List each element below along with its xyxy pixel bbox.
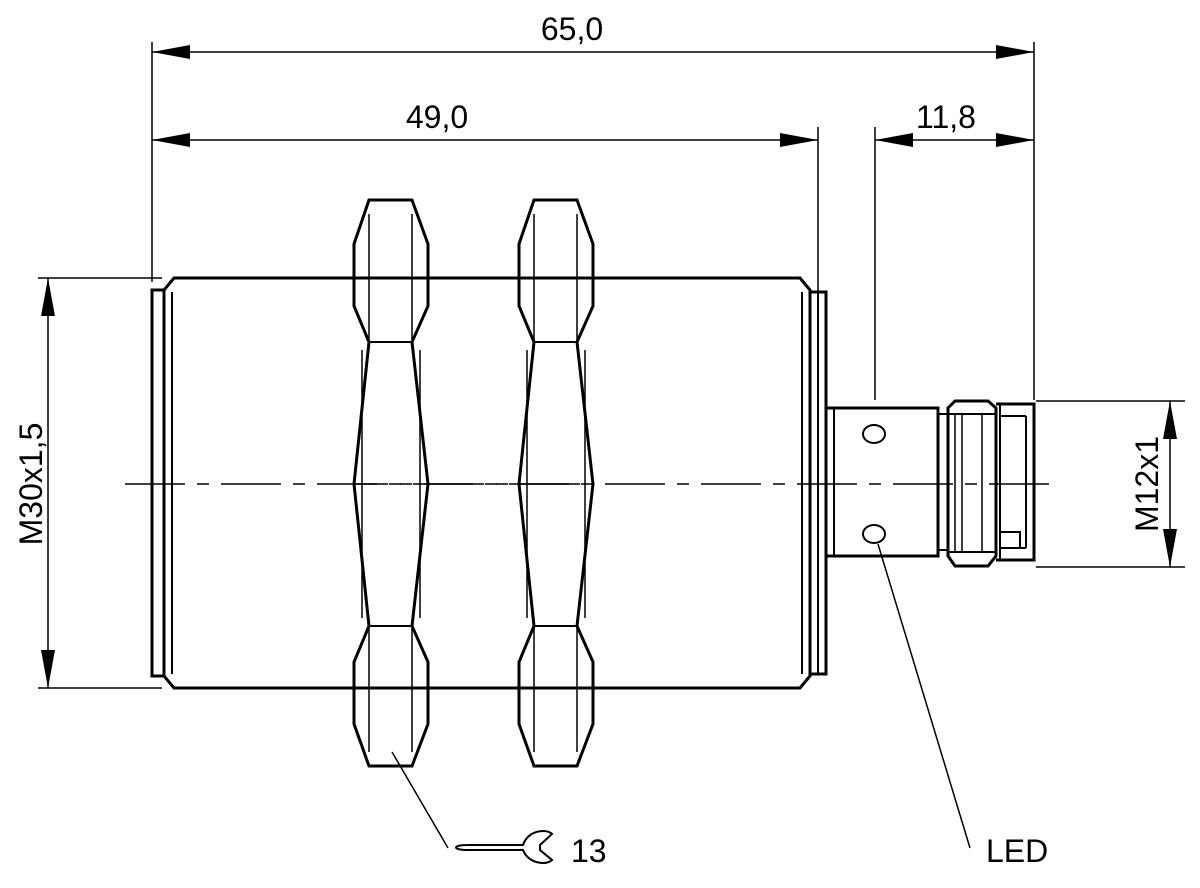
dimension-thread-connector: M12x1 [1129, 401, 1177, 567]
connector-coupling-nut [938, 399, 998, 568]
thread-main-label: M30x1,5 [13, 423, 49, 546]
overall-length-label: 65,0 [541, 11, 603, 47]
dimension-thread-main: M30x1,5 [13, 278, 55, 688]
dimension-body-length: 49,0 [152, 99, 818, 147]
led-window-top [862, 424, 886, 444]
connector-tip [996, 402, 1036, 562]
dimension-connector-length: 11,8 [875, 99, 1034, 147]
dimension-overall-length: 65,0 [152, 11, 1034, 59]
wrench-callout: 13 [391, 751, 607, 869]
thread-connector-label: M12x1 [1129, 436, 1165, 532]
extension-lines [38, 42, 1185, 689]
body-length-label: 49,0 [406, 99, 468, 135]
connector-length-label: 11,8 [916, 99, 976, 135]
led-callout: LED [877, 543, 1048, 869]
hex-nut-right [517, 198, 595, 768]
led-label: LED [986, 833, 1048, 869]
led-window-bottom [862, 524, 886, 544]
connector-housing [824, 406, 940, 558]
wrench-icon [454, 829, 554, 865]
wrench-size-label: 13 [571, 833, 607, 869]
hex-nut-left [352, 198, 430, 768]
threaded-body [150, 276, 828, 690]
